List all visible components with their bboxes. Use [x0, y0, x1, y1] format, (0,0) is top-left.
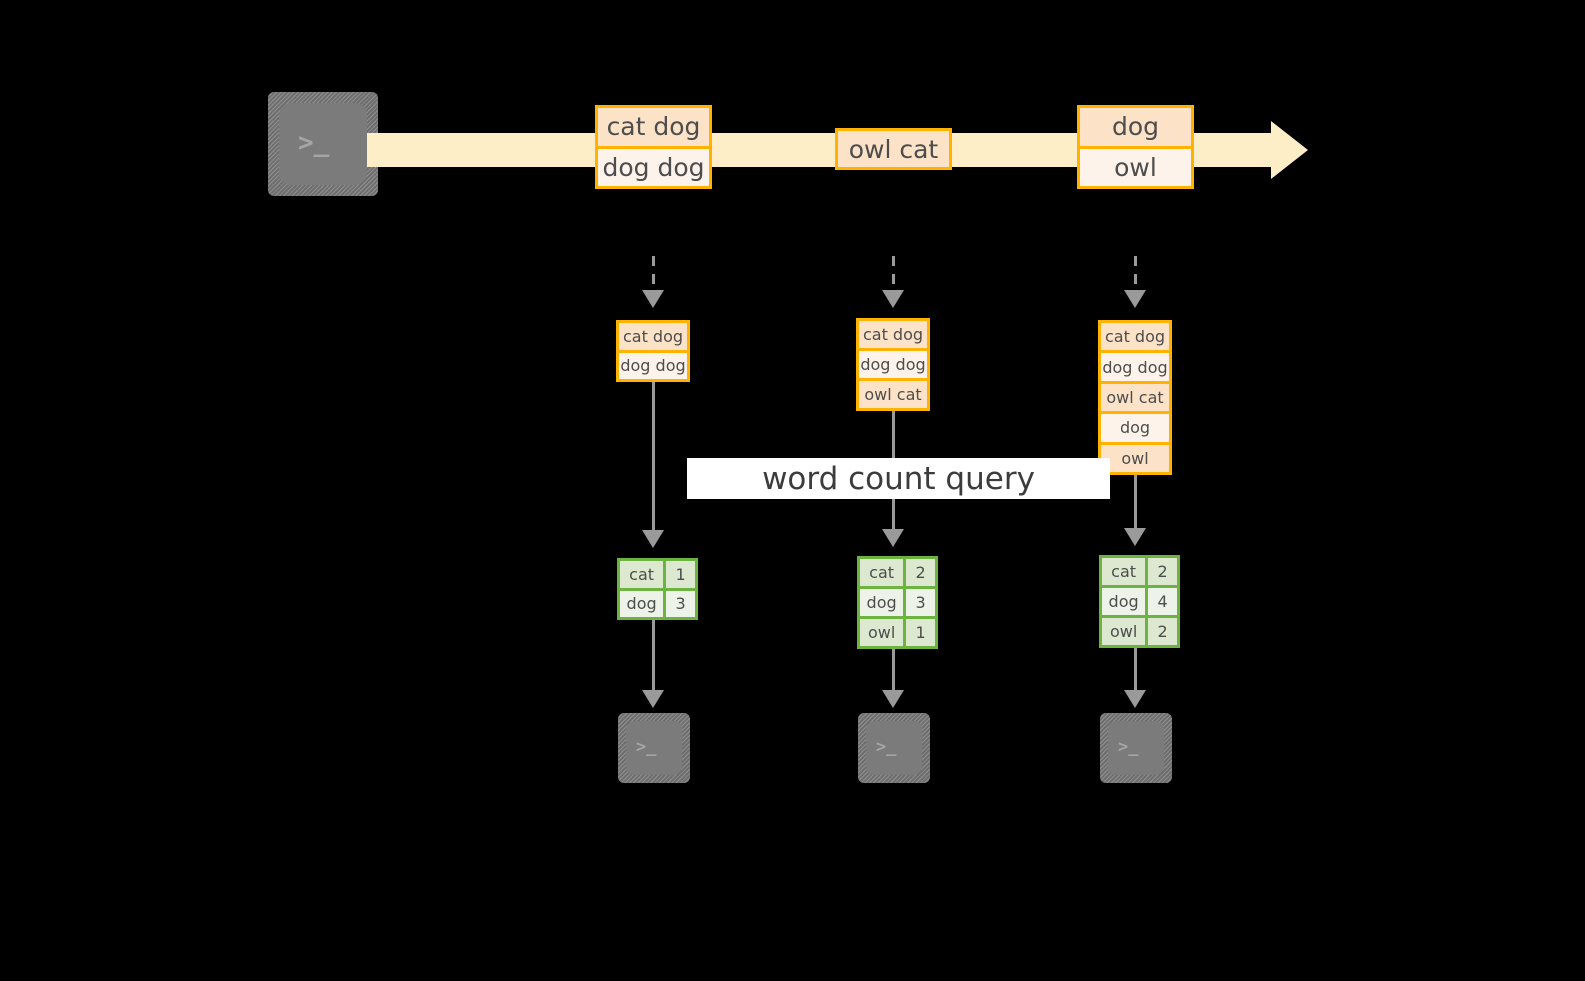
snapshot-input-line: dog dog [859, 351, 927, 381]
query-connector [1134, 475, 1137, 530]
snapshot-input-box: cat dog dog dog owl cat dog owl [1098, 320, 1172, 475]
query-connector-arrow-head-icon [642, 530, 664, 548]
result-word-cell: owl [1102, 618, 1149, 645]
stream-tap-connector [892, 256, 895, 292]
sink-terminal-icon: >_ [1100, 713, 1172, 783]
stream-record-group: dog owl [1077, 105, 1194, 189]
result-count-cell: 4 [1148, 588, 1177, 615]
stream-tap-connector [652, 256, 655, 292]
stream-arrow-head-icon [1271, 121, 1308, 179]
stream-tap-connector [1134, 256, 1137, 292]
snapshot-input-line: dog dog [1101, 353, 1169, 384]
sink-connector [652, 620, 655, 692]
result-word-cell: cat [1102, 558, 1149, 585]
result-row: owl 1 [860, 619, 935, 646]
result-row: dog 3 [620, 590, 695, 617]
query-connector-arrow-head-icon [882, 529, 904, 547]
snapshot-input-line: cat dog [859, 321, 927, 351]
query-label: word count query [687, 458, 1110, 499]
terminal-prompt-glyph: >_ [636, 737, 657, 757]
snapshot-input-line: dog [1101, 414, 1169, 445]
query-connector-arrow-head-icon [1124, 528, 1146, 546]
stream-record-line: owl cat [838, 131, 949, 167]
stream-record-line: owl [1080, 148, 1191, 186]
result-row: cat 2 [860, 559, 935, 589]
sink-connector-arrow-head-icon [1124, 690, 1146, 708]
result-count-cell: 2 [906, 559, 935, 586]
result-row: cat 2 [1102, 558, 1177, 588]
result-row: dog 3 [860, 589, 935, 619]
terminal-prompt-glyph: >_ [298, 128, 330, 158]
source-terminal-icon: >_ [268, 92, 378, 196]
terminal-prompt-glyph: >_ [876, 737, 897, 757]
sink-terminal-icon: >_ [858, 713, 930, 783]
sink-connector-arrow-head-icon [882, 690, 904, 708]
result-row: cat 1 [620, 561, 695, 591]
result-count-cell: 2 [1148, 558, 1177, 585]
terminal-face [626, 721, 682, 775]
snapshot-input-line: owl [1101, 444, 1169, 473]
snapshot-input-line: owl cat [1101, 383, 1169, 415]
stream-record-group: owl cat [835, 128, 952, 170]
sink-connector [1134, 648, 1137, 692]
stream-record-line: dog [1080, 108, 1191, 149]
sink-terminal-icon: >_ [618, 713, 690, 783]
snapshot-input-line: dog dog [619, 352, 687, 379]
result-count-cell: 1 [666, 561, 695, 588]
result-word-cell: cat [860, 559, 907, 586]
sink-connector [892, 649, 895, 692]
snapshot-input-line: cat dog [1101, 323, 1169, 354]
terminal-face [866, 721, 922, 775]
snapshot-input-line: owl cat [859, 381, 927, 408]
stream-tap-arrow-head-icon [882, 290, 904, 308]
snapshot-input-box: cat dog dog dog owl cat [856, 318, 930, 411]
sink-connector-arrow-head-icon [642, 690, 664, 708]
snapshot-input-line: cat dog [619, 323, 687, 353]
terminal-prompt-glyph: >_ [1118, 737, 1139, 757]
terminal-face [1108, 721, 1164, 775]
stream-record-line: dog dog [598, 148, 709, 186]
result-row: owl 2 [1102, 618, 1177, 645]
result-count-cell: 3 [666, 590, 695, 617]
result-count-cell: 1 [906, 619, 935, 646]
snapshot-input-box: cat dog dog dog [616, 320, 690, 382]
result-word-cell: cat [620, 561, 667, 588]
result-word-cell: owl [860, 619, 907, 646]
result-table: cat 1 dog 3 [617, 558, 698, 620]
result-count-cell: 2 [1148, 618, 1177, 645]
stream-tap-arrow-head-icon [1124, 290, 1146, 308]
stream-record-line: cat dog [598, 108, 709, 149]
query-connector [652, 382, 655, 532]
terminal-face [279, 103, 367, 185]
result-count-cell: 3 [906, 589, 935, 616]
result-row: dog 4 [1102, 588, 1177, 618]
result-table: cat 2 dog 3 owl 1 [857, 556, 938, 649]
result-word-cell: dog [620, 590, 667, 617]
result-word-cell: dog [1102, 588, 1149, 615]
result-word-cell: dog [860, 589, 907, 616]
stream-record-group: cat dog dog dog [595, 105, 712, 189]
stream-tap-arrow-head-icon [642, 290, 664, 308]
result-table: cat 2 dog 4 owl 2 [1099, 555, 1180, 648]
